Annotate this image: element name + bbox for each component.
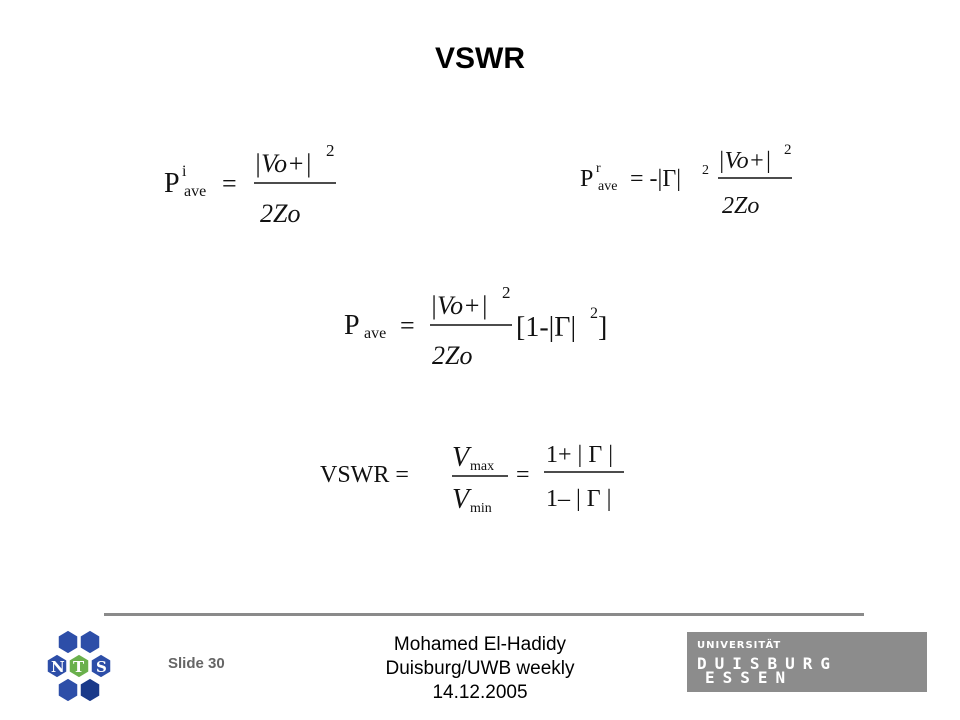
eq1-numerator: |Vo+| (254, 149, 312, 178)
eq1-sup: i (182, 163, 187, 180)
slide-number: Slide 30 (168, 655, 225, 672)
footer-divider (104, 613, 864, 616)
eq1-sub: ave (184, 183, 206, 200)
nts-logo: N T S (38, 628, 122, 709)
eq2-p: P (580, 166, 593, 192)
eq2-denominator: 2Zo (722, 193, 759, 219)
eq4-v-bot: V (452, 484, 472, 515)
eq2-num-exp: 2 (784, 142, 792, 158)
footer-date: 14.12.2005 (432, 682, 528, 703)
eq3-bracket: [1-|Γ| (516, 312, 576, 343)
equation-incident-power: P i ave = |Vo+| 2 2Zo (160, 140, 360, 240)
equation-vswr: VSWR = V max V min = 1+ | Γ | 1– | Γ | (318, 432, 638, 527)
eq4-ratio-numerator: 1+ | Γ | (546, 442, 613, 468)
eq3-numerator: |Vo+| (430, 291, 488, 320)
eq3-equals: = (400, 311, 415, 340)
nts-letter-s: S (96, 658, 107, 676)
footer-event: Duisburg/UWB weekly (385, 658, 575, 679)
eq4-equals-2: = (516, 462, 530, 488)
eq3-num-exp: 2 (502, 283, 511, 302)
footer-info: Mohamed El-Hadidy Duisburg/UWB weekly 14… (320, 633, 640, 705)
university-duisburg: DUISBURG (697, 654, 839, 673)
equation-reflected-power: P r ave = -|Γ| 2 |Vo+| 2 2Zo (578, 140, 808, 230)
eq3-bracket-close: ] (598, 312, 607, 343)
eq2-numerator: |Vo+| (718, 148, 771, 174)
eq4-v-top-sub: max (470, 459, 494, 474)
eq2-sup: r (596, 161, 601, 176)
footer-author: Mohamed El-Hadidy (393, 634, 567, 655)
university-logo: UNIVERSITÄT DUISBURG ESSEN (687, 632, 927, 692)
eq1-denominator: 2Zo (260, 199, 300, 228)
eq4-lhs: VSWR = (320, 462, 409, 488)
eq1-p: P (164, 168, 180, 199)
eq2-sub: ave (598, 179, 617, 194)
eq3-denominator: 2Zo (432, 341, 472, 370)
eq2-gamma-exp: 2 (702, 163, 709, 178)
eq3-bracket-exp: 2 (590, 305, 598, 322)
eq3-p: P (344, 310, 360, 341)
slide-title: VSWR (435, 42, 525, 75)
eq2-equals-gamma: = -|Γ| (630, 166, 681, 192)
eq1-equals: = (222, 169, 237, 198)
university-label: UNIVERSITÄT (697, 640, 782, 651)
nts-letter-t: T (73, 658, 85, 676)
eq4-ratio-denominator: 1– | Γ | (546, 486, 611, 512)
nts-letter-n: N (51, 658, 65, 676)
eq4-v-bot-sub: min (470, 501, 492, 516)
eq3-sub: ave (364, 325, 386, 342)
university-essen: ESSEN (705, 668, 794, 687)
equation-average-power: P ave = |Vo+| 2 2Zo [1-|Γ| 2 ] (340, 280, 620, 380)
eq1-num-exp: 2 (326, 141, 335, 160)
eq4-v-top: V (452, 442, 472, 473)
